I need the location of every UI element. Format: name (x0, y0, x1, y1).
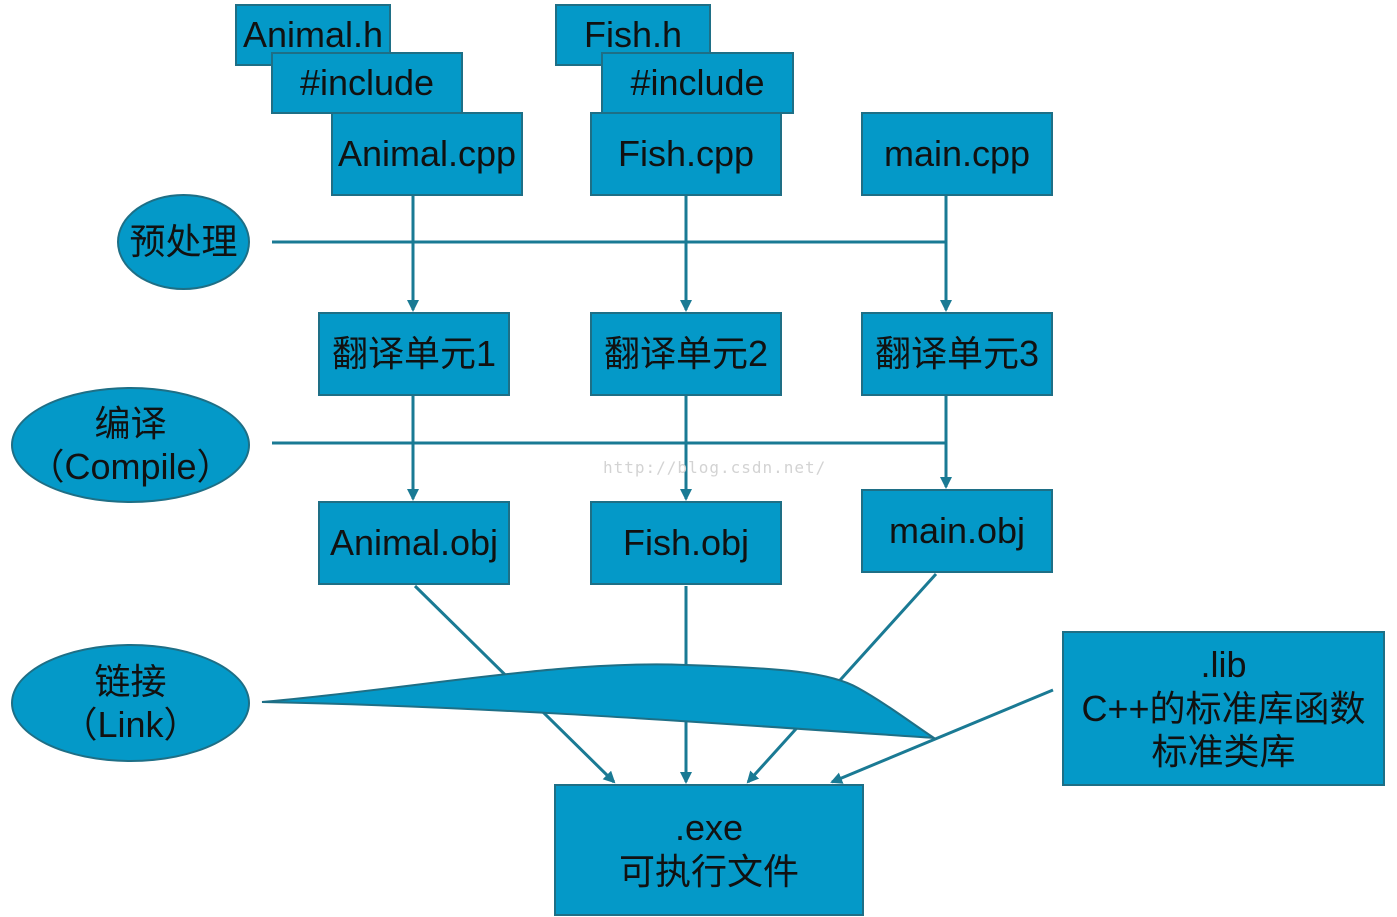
stage-preprocess-label: 预处理 (129, 221, 238, 263)
arrow-main-obj-to-exe (746, 572, 938, 784)
library-box: .lib C++的标准库函数 标准类库 (1062, 631, 1385, 786)
include-animal: #include (271, 52, 463, 114)
stage-link: 链接 （Link） (11, 644, 250, 762)
object-main-obj: main.obj (861, 489, 1053, 573)
arrow-lib-to-exe (830, 688, 1054, 784)
stage-compile-sublabel: （Compile） (28, 446, 233, 487)
executable-ext: .exe (674, 807, 744, 849)
object-fish-obj: Fish.obj (590, 501, 782, 585)
library-desc-2: 标准类库 (1151, 731, 1296, 773)
stage-preprocess: 预处理 (117, 194, 250, 290)
source-animal-cpp: Animal.cpp (331, 112, 523, 196)
translation-unit-3: 翻译单元3 (861, 312, 1053, 396)
stage-compile-label: 编译 (94, 402, 167, 444)
source-fish-cpp: Fish.cpp (590, 112, 782, 196)
executable-box: .exe 可执行文件 (554, 784, 864, 916)
stage-compile: 编译 （Compile） (11, 387, 250, 503)
library-ext: .lib (1200, 643, 1247, 685)
translation-unit-1: 翻译单元1 (318, 312, 510, 396)
stage-link-sublabel: （Link） (61, 704, 200, 745)
object-animal-obj: Animal.obj (318, 501, 510, 585)
executable-desc: 可执行文件 (618, 851, 799, 892)
source-main-cpp: main.cpp (861, 112, 1053, 196)
include-fish: #include (601, 52, 794, 114)
library-desc: C++的标准库函数 (1081, 687, 1366, 729)
translation-unit-2: 翻译单元2 (590, 312, 782, 396)
link-stage-wedge (261, 663, 938, 740)
watermark: http://blog.csdn.net/ (603, 458, 827, 477)
stage-link-label: 链接 (94, 660, 167, 702)
